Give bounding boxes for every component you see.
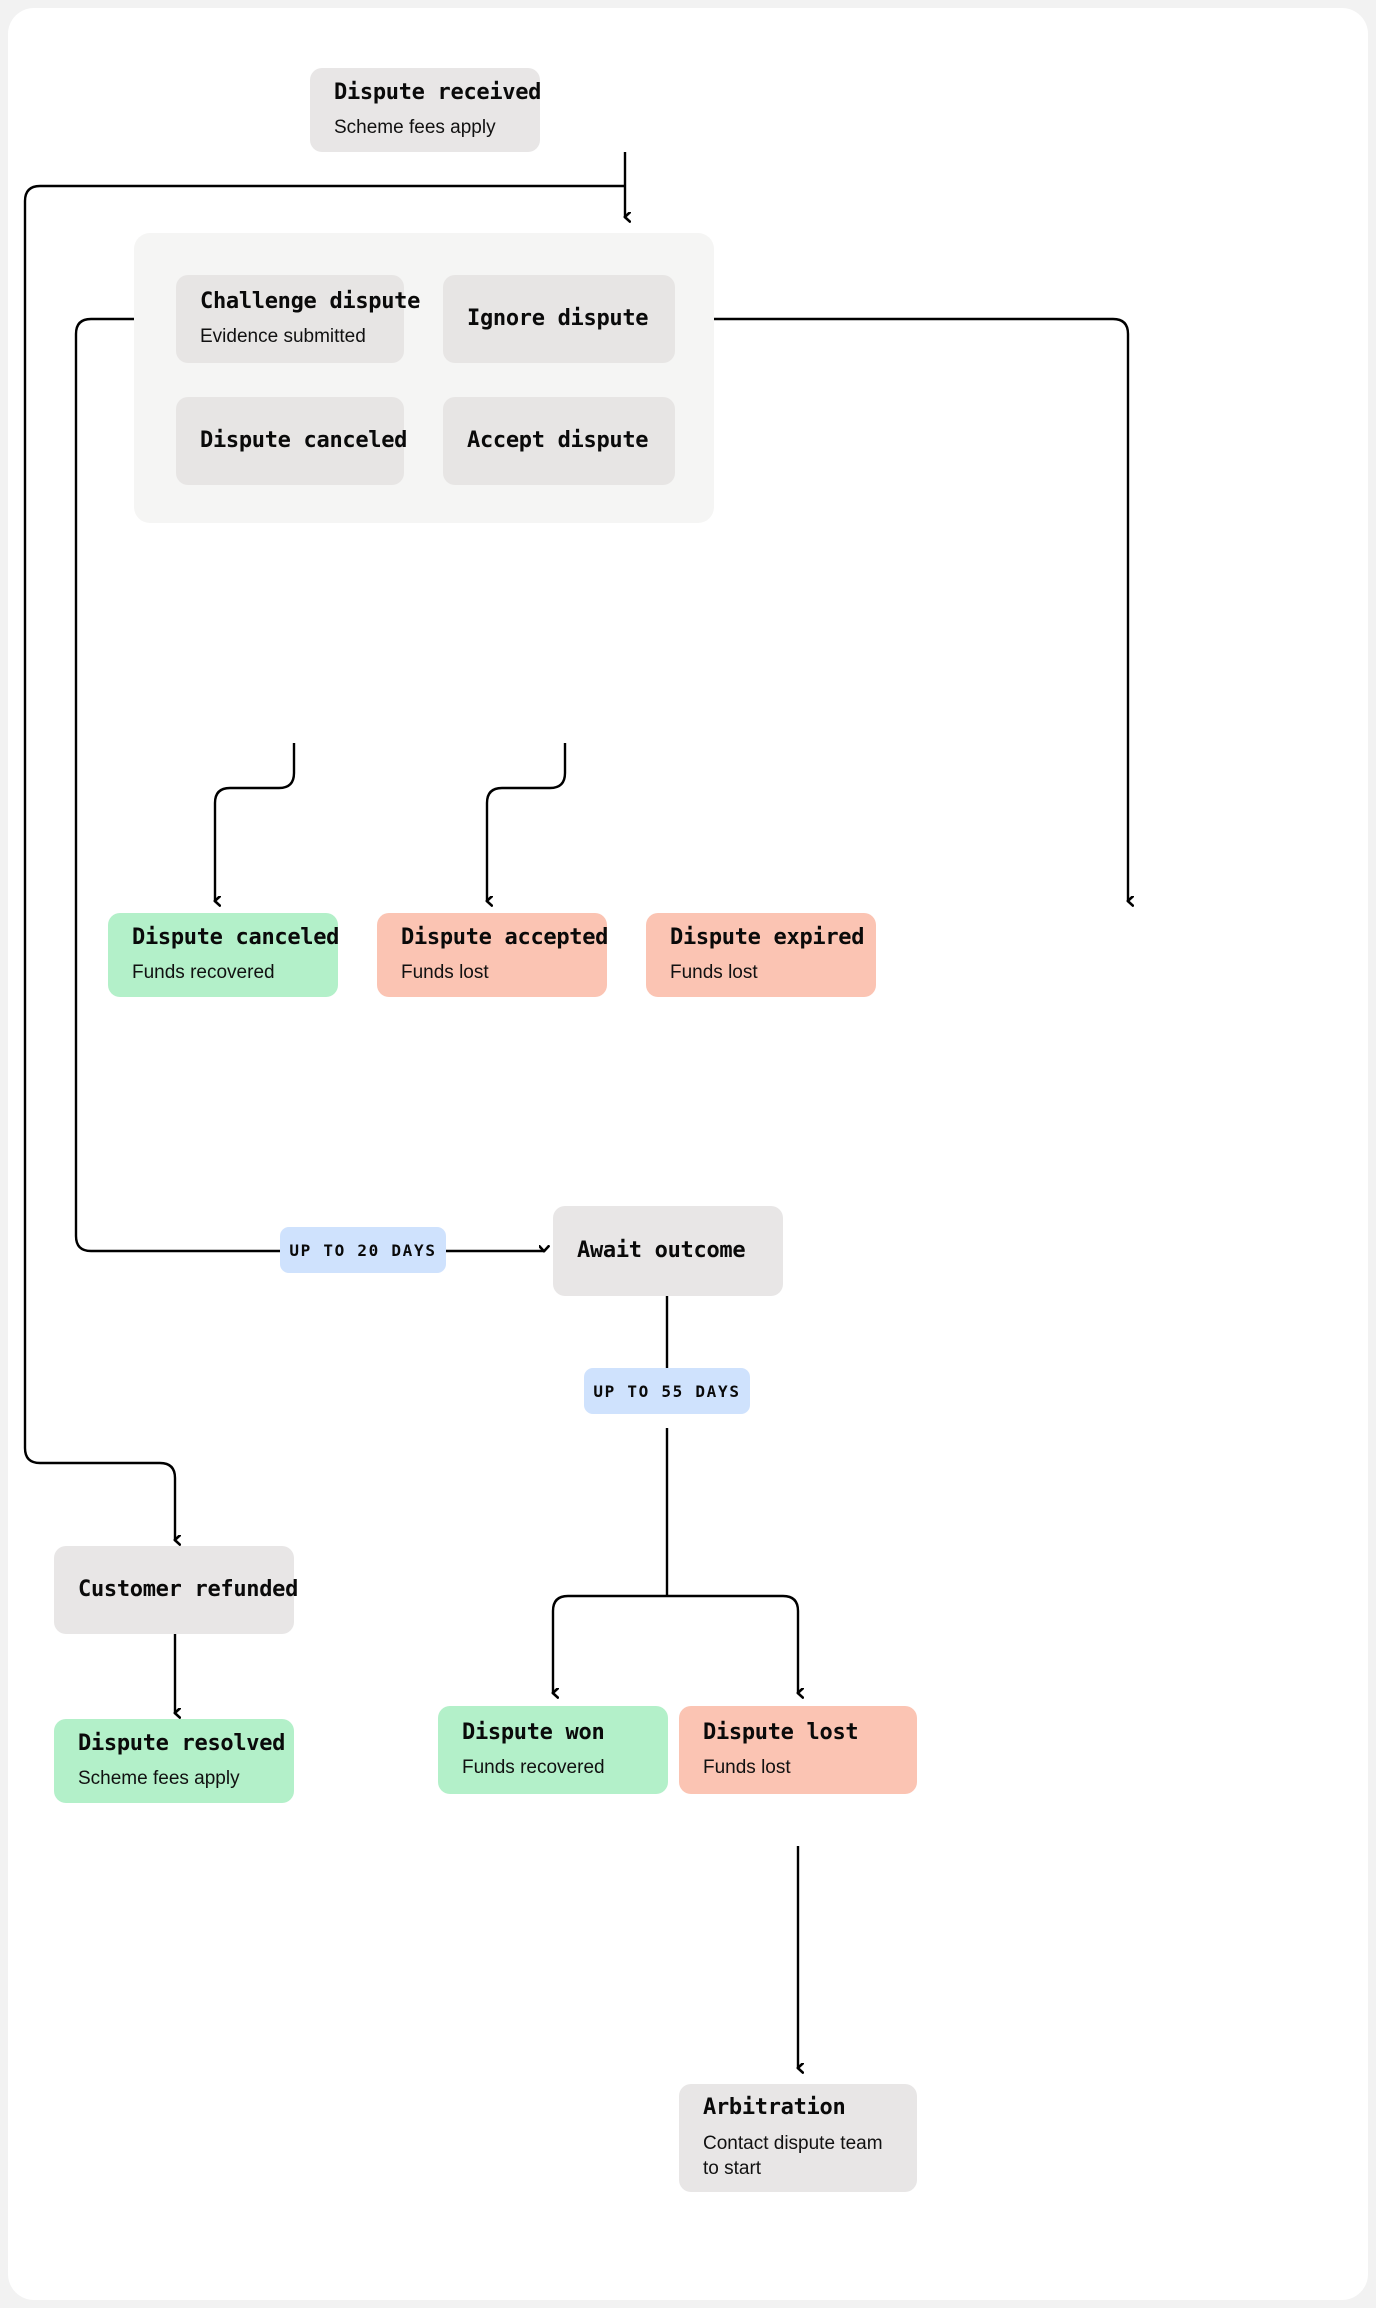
node-ignore-dispute[interactable]: Ignore dispute [443,275,675,363]
edge-accept-to-accepted [487,743,567,901]
node-title: Dispute lost [703,1719,859,1745]
node-title: Await outcome [577,1238,746,1264]
node-subtitle: Evidence submitted [200,326,366,348]
node-title: Dispute expired [670,924,865,950]
edge-ignore-to-expired [675,317,1128,901]
node-subtitle: Contact dispute team to start [703,2132,883,2180]
node-dispute-received[interactable]: Dispute received Scheme fees apply [310,68,542,152]
node-await-outcome[interactable]: Await outcome [553,1206,783,1296]
node-title: Ignore dispute [467,306,649,332]
node-customer-refunded[interactable]: Customer refunded [54,1546,299,1634]
node-dispute-expired[interactable]: Dispute expired Funds lost [646,913,876,997]
node-dispute-won[interactable]: Dispute won Funds recovered [438,1706,668,1794]
badge-up-to-55-days: UP TO 55 DAYS [584,1368,750,1414]
node-subtitle: Funds lost [703,1757,791,1779]
edge-55days-to-lost [667,1594,798,1693]
node-title: Challenge dispute [200,288,421,314]
node-dispute-canceled[interactable]: Dispute canceled Funds recovered [108,913,340,997]
node-title: Dispute canceled [200,428,408,454]
node-title: Dispute resolved [78,1730,286,1756]
node-subtitle: Funds lost [670,962,758,984]
node-subtitle: Scheme fees apply [334,117,496,139]
badge-up-to-20-days: UP TO 20 DAYS [280,1227,446,1273]
node-title: Dispute received [334,79,542,105]
node-subtitle: Funds recovered [132,962,275,984]
node-arbitration[interactable]: Arbitration Contact dispute team to star… [679,2084,917,2192]
node-accept-dispute[interactable]: Accept dispute [443,397,675,485]
node-dispute-canceled-action[interactable]: Dispute canceled [176,397,408,485]
node-dispute-accepted[interactable]: Dispute accepted Funds lost [377,913,609,997]
node-dispute-resolved[interactable]: Dispute resolved Scheme fees apply [54,1719,294,1803]
node-title: Dispute accepted [401,924,609,950]
edge-55days-to-won [553,1594,667,1693]
node-title: Arbitration [703,2095,846,2121]
node-subtitle: Funds recovered [462,1757,605,1779]
node-title: Dispute canceled [132,924,340,950]
flowchart-canvas: Dispute received Scheme fees apply Chall… [8,8,1368,2300]
node-subtitle: Funds lost [401,962,489,984]
node-challenge-dispute[interactable]: Challenge dispute Evidence submitted [176,275,421,363]
node-title: Accept dispute [467,428,649,454]
node-title: Customer refunded [78,1577,299,1603]
node-dispute-lost[interactable]: Dispute lost Funds lost [679,1706,917,1794]
node-title: Dispute won [462,1719,605,1745]
node-subtitle: Scheme fees apply [78,1768,240,1790]
edge-canceledaction-to-canceled [215,743,296,901]
